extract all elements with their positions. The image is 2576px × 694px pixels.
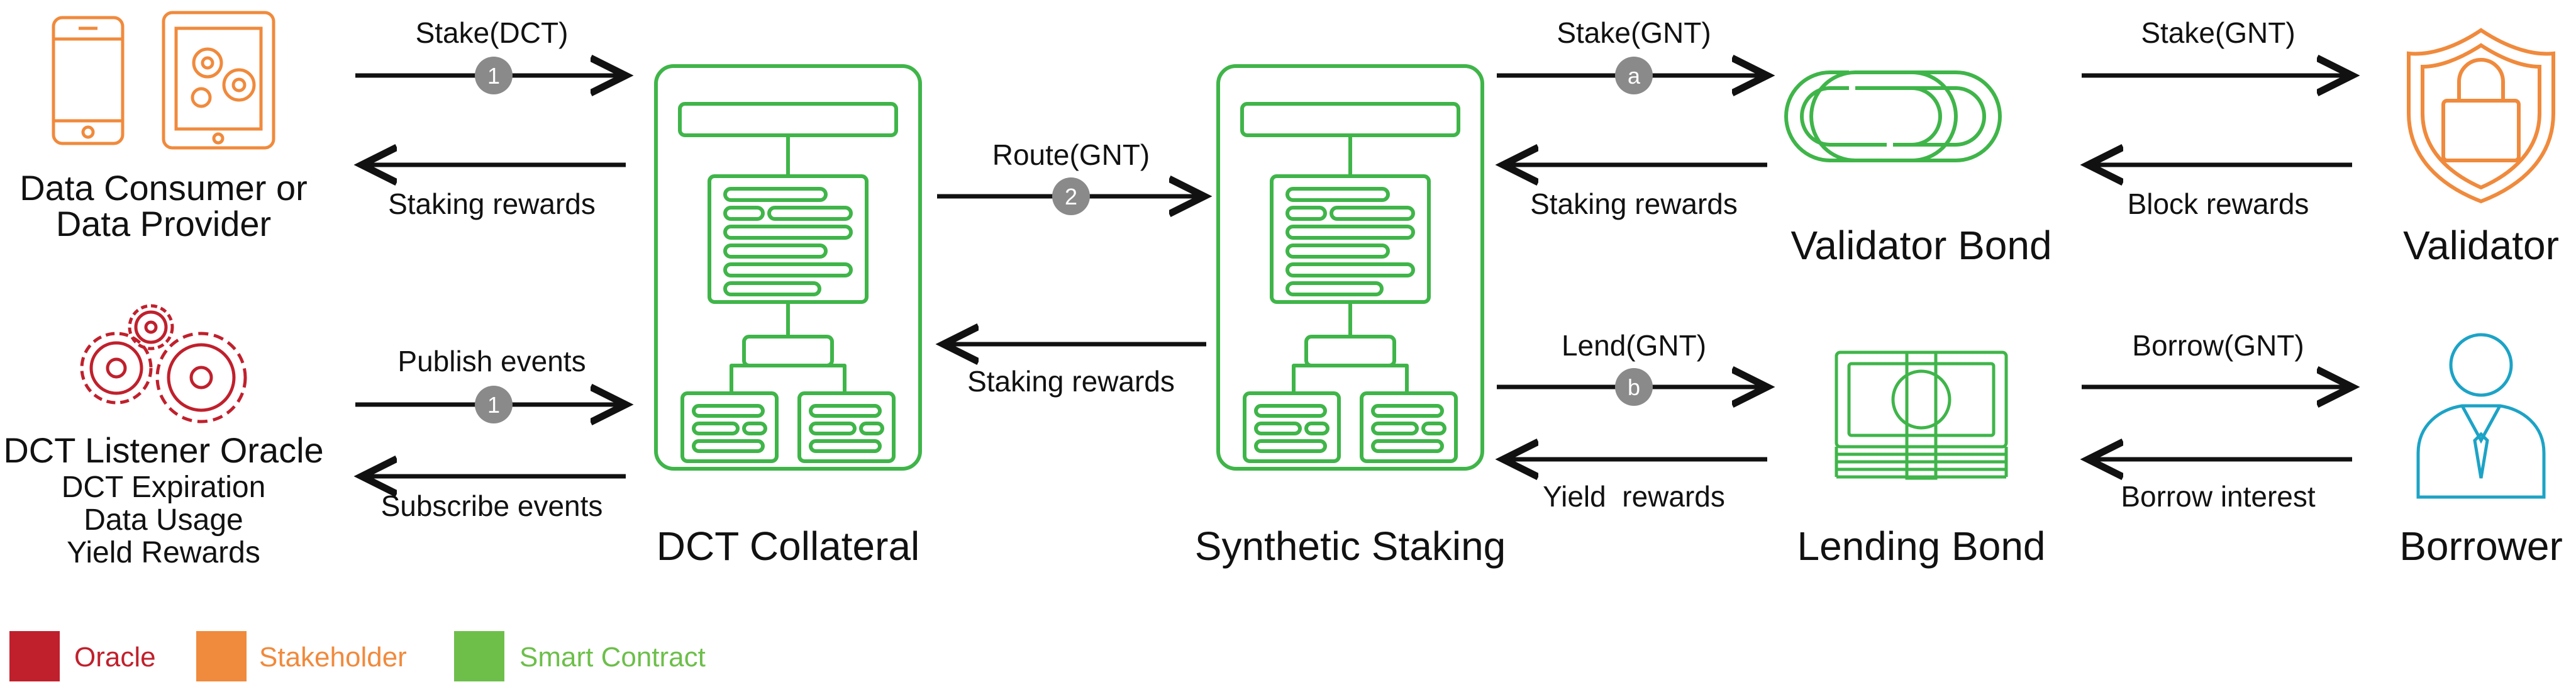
svg-text:2: 2 bbox=[1065, 184, 1077, 210]
collateral-contract-icon bbox=[656, 66, 920, 469]
consumer-label-line1: Data Consumer or bbox=[19, 168, 308, 208]
step-badge-route-gnt: 2 bbox=[1052, 177, 1090, 215]
label-borrow-gnt: Borrow(GNT) bbox=[2132, 329, 2304, 362]
phone-tablet-icon bbox=[52, 11, 275, 150]
oracle-sub-yield: Yield Rewards bbox=[67, 536, 260, 569]
legend-label-smart-contract: Smart Contract bbox=[519, 642, 706, 673]
step-badge-stake-dct: 1 bbox=[475, 57, 513, 94]
shield-lock-icon bbox=[2407, 28, 2555, 204]
label-publish-events: Publish events bbox=[397, 345, 586, 378]
label-stake-gnt-a: Stake(GNT) bbox=[1557, 16, 1711, 49]
label-stake-gnt-validator: Stake(GNT) bbox=[2141, 16, 2295, 49]
label-lend-gnt: Lend(GNT) bbox=[1562, 329, 1706, 362]
label-borrow-interest: Borrow interest bbox=[2121, 480, 2316, 513]
legend-swatch-smart-contract bbox=[454, 631, 504, 681]
oracle-sub-expiration: DCT Expiration bbox=[62, 471, 266, 504]
oracle-title: DCT Listener Oracle bbox=[3, 430, 323, 470]
legend-label-stakeholder: Stakeholder bbox=[259, 642, 407, 673]
label-stake-dct: Stake(DCT) bbox=[416, 16, 569, 49]
cash-stack-icon bbox=[1835, 350, 2008, 480]
svg-text:1: 1 bbox=[487, 392, 500, 418]
step-badge-lend-gnt: b bbox=[1615, 368, 1653, 406]
oracle-sub-usage: Data Usage bbox=[84, 503, 243, 537]
validator-bond-label: Validator Bond bbox=[1790, 223, 2051, 268]
chain-link-icon bbox=[1784, 70, 2002, 162]
collateral-label: DCT Collateral bbox=[657, 523, 920, 569]
step-badge-publish-events: 1 bbox=[475, 386, 513, 423]
label-route-gnt: Route(GNT) bbox=[992, 138, 1150, 171]
legend-swatch-oracle bbox=[9, 631, 60, 681]
staking-label: Synthetic Staking bbox=[1195, 523, 1506, 569]
label-staking-rewards-consumer: Staking rewards bbox=[388, 187, 596, 220]
label-block-rewards: Block rewards bbox=[2128, 187, 2309, 220]
staking-contract-icon bbox=[1218, 66, 1482, 469]
legend-swatch-stakeholder bbox=[196, 631, 247, 681]
validator-label: Validator bbox=[2403, 223, 2559, 268]
label-staking-rewards-vb: Staking rewards bbox=[1530, 187, 1738, 220]
legend: Oracle Stakeholder Smart Contract bbox=[9, 631, 706, 681]
svg-text:b: b bbox=[1628, 374, 1640, 400]
svg-text:a: a bbox=[1628, 63, 1641, 89]
label-subscribe-events: Subscribe events bbox=[381, 490, 603, 522]
borrower-label: Borrower bbox=[2399, 523, 2563, 569]
gears-icon bbox=[80, 304, 247, 423]
consumer-label-line2: Data Provider bbox=[56, 204, 271, 243]
lending-bond-label: Lending Bond bbox=[1797, 523, 2045, 569]
label-yield-rewards: Yield rewards bbox=[1543, 480, 1725, 513]
svg-text:1: 1 bbox=[487, 63, 500, 89]
legend-label-oracle: Oracle bbox=[74, 642, 156, 673]
person-icon bbox=[2416, 333, 2546, 499]
label-staking-rewards-mid: Staking rewards bbox=[967, 365, 1175, 398]
step-badge-stake-gnt-a: a bbox=[1615, 57, 1653, 94]
